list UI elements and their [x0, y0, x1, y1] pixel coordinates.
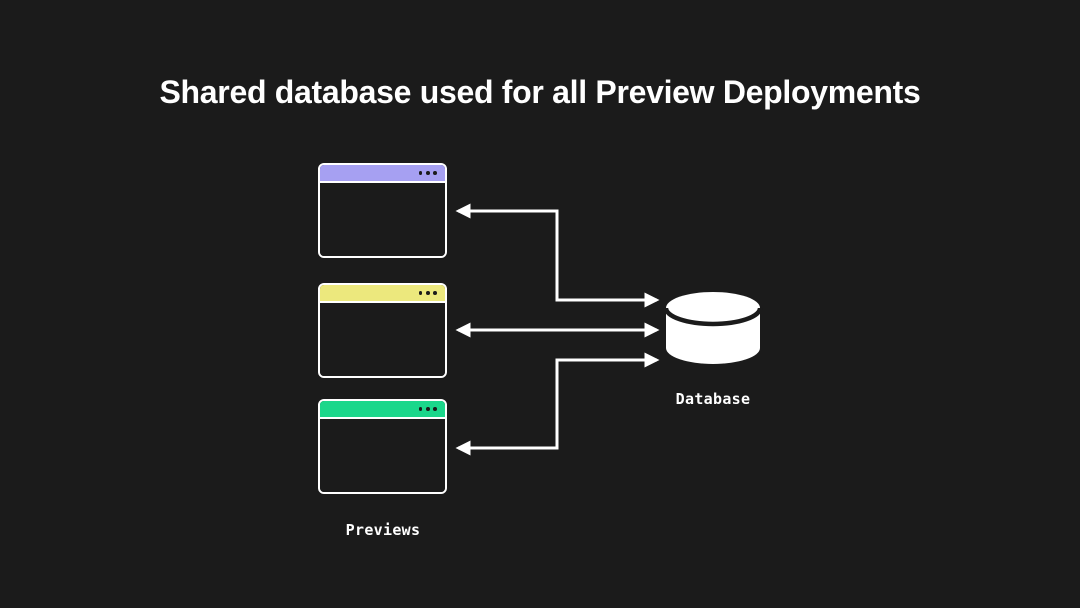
dot-icon — [418, 291, 423, 295]
dot-icon — [433, 171, 437, 175]
window-body — [320, 303, 445, 376]
dot-icon — [433, 407, 437, 411]
window-body — [320, 183, 445, 256]
window-body — [320, 419, 445, 492]
database-label: Database — [675, 390, 751, 408]
preview-window-1 — [318, 163, 447, 258]
dot-icon — [418, 407, 423, 411]
dot-icon — [418, 171, 423, 175]
database-icon — [663, 292, 763, 364]
window-titlebar — [320, 285, 445, 303]
window-controls-dots-icon — [418, 171, 437, 175]
dot-icon — [425, 407, 430, 411]
dot-icon — [425, 291, 430, 295]
window-titlebar — [320, 401, 445, 419]
window-controls-dots-icon — [418, 291, 437, 295]
previews-label: Previews — [345, 521, 421, 539]
window-controls-dots-icon — [418, 407, 437, 411]
preview-window-3 — [318, 399, 447, 494]
connector-preview1-database — [455, 203, 660, 308]
dot-icon — [433, 291, 437, 295]
connector-preview3-database — [455, 352, 660, 456]
dot-icon — [425, 171, 430, 175]
preview-window-2 — [318, 283, 447, 378]
window-titlebar — [320, 165, 445, 183]
page-title: Shared database used for all Preview Dep… — [159, 74, 921, 110]
